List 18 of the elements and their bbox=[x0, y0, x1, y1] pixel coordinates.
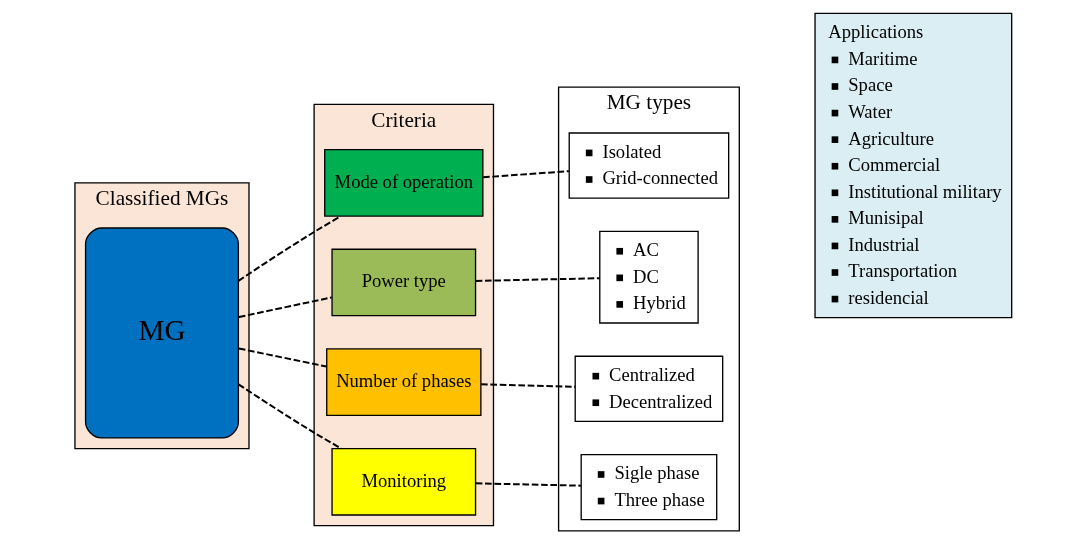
connector bbox=[474, 277, 600, 282]
node-box: AC DC Hybrid bbox=[598, 230, 699, 324]
node-box: Power type bbox=[330, 248, 476, 317]
node-box: Monitoring bbox=[330, 447, 476, 516]
node-box: Centralized Decentralized bbox=[574, 355, 723, 422]
connector bbox=[474, 482, 582, 487]
connector bbox=[236, 215, 342, 282]
connector bbox=[237, 383, 342, 450]
node-box: Sigle phase Three phase bbox=[580, 453, 717, 521]
node-box: MG bbox=[84, 227, 239, 439]
node-box: Applications Maritime Space Water Agriculture Commercial Institutional military Munisipal Industrial Transportation residencial bbox=[813, 12, 1012, 319]
connector bbox=[479, 383, 576, 388]
connector bbox=[237, 347, 327, 368]
connector bbox=[237, 296, 333, 318]
node-box: Number of phases bbox=[325, 348, 482, 416]
node-box: Mode of operation bbox=[323, 148, 484, 217]
node-box: Isolated Grid-connected bbox=[568, 132, 729, 199]
connector bbox=[481, 170, 570, 179]
